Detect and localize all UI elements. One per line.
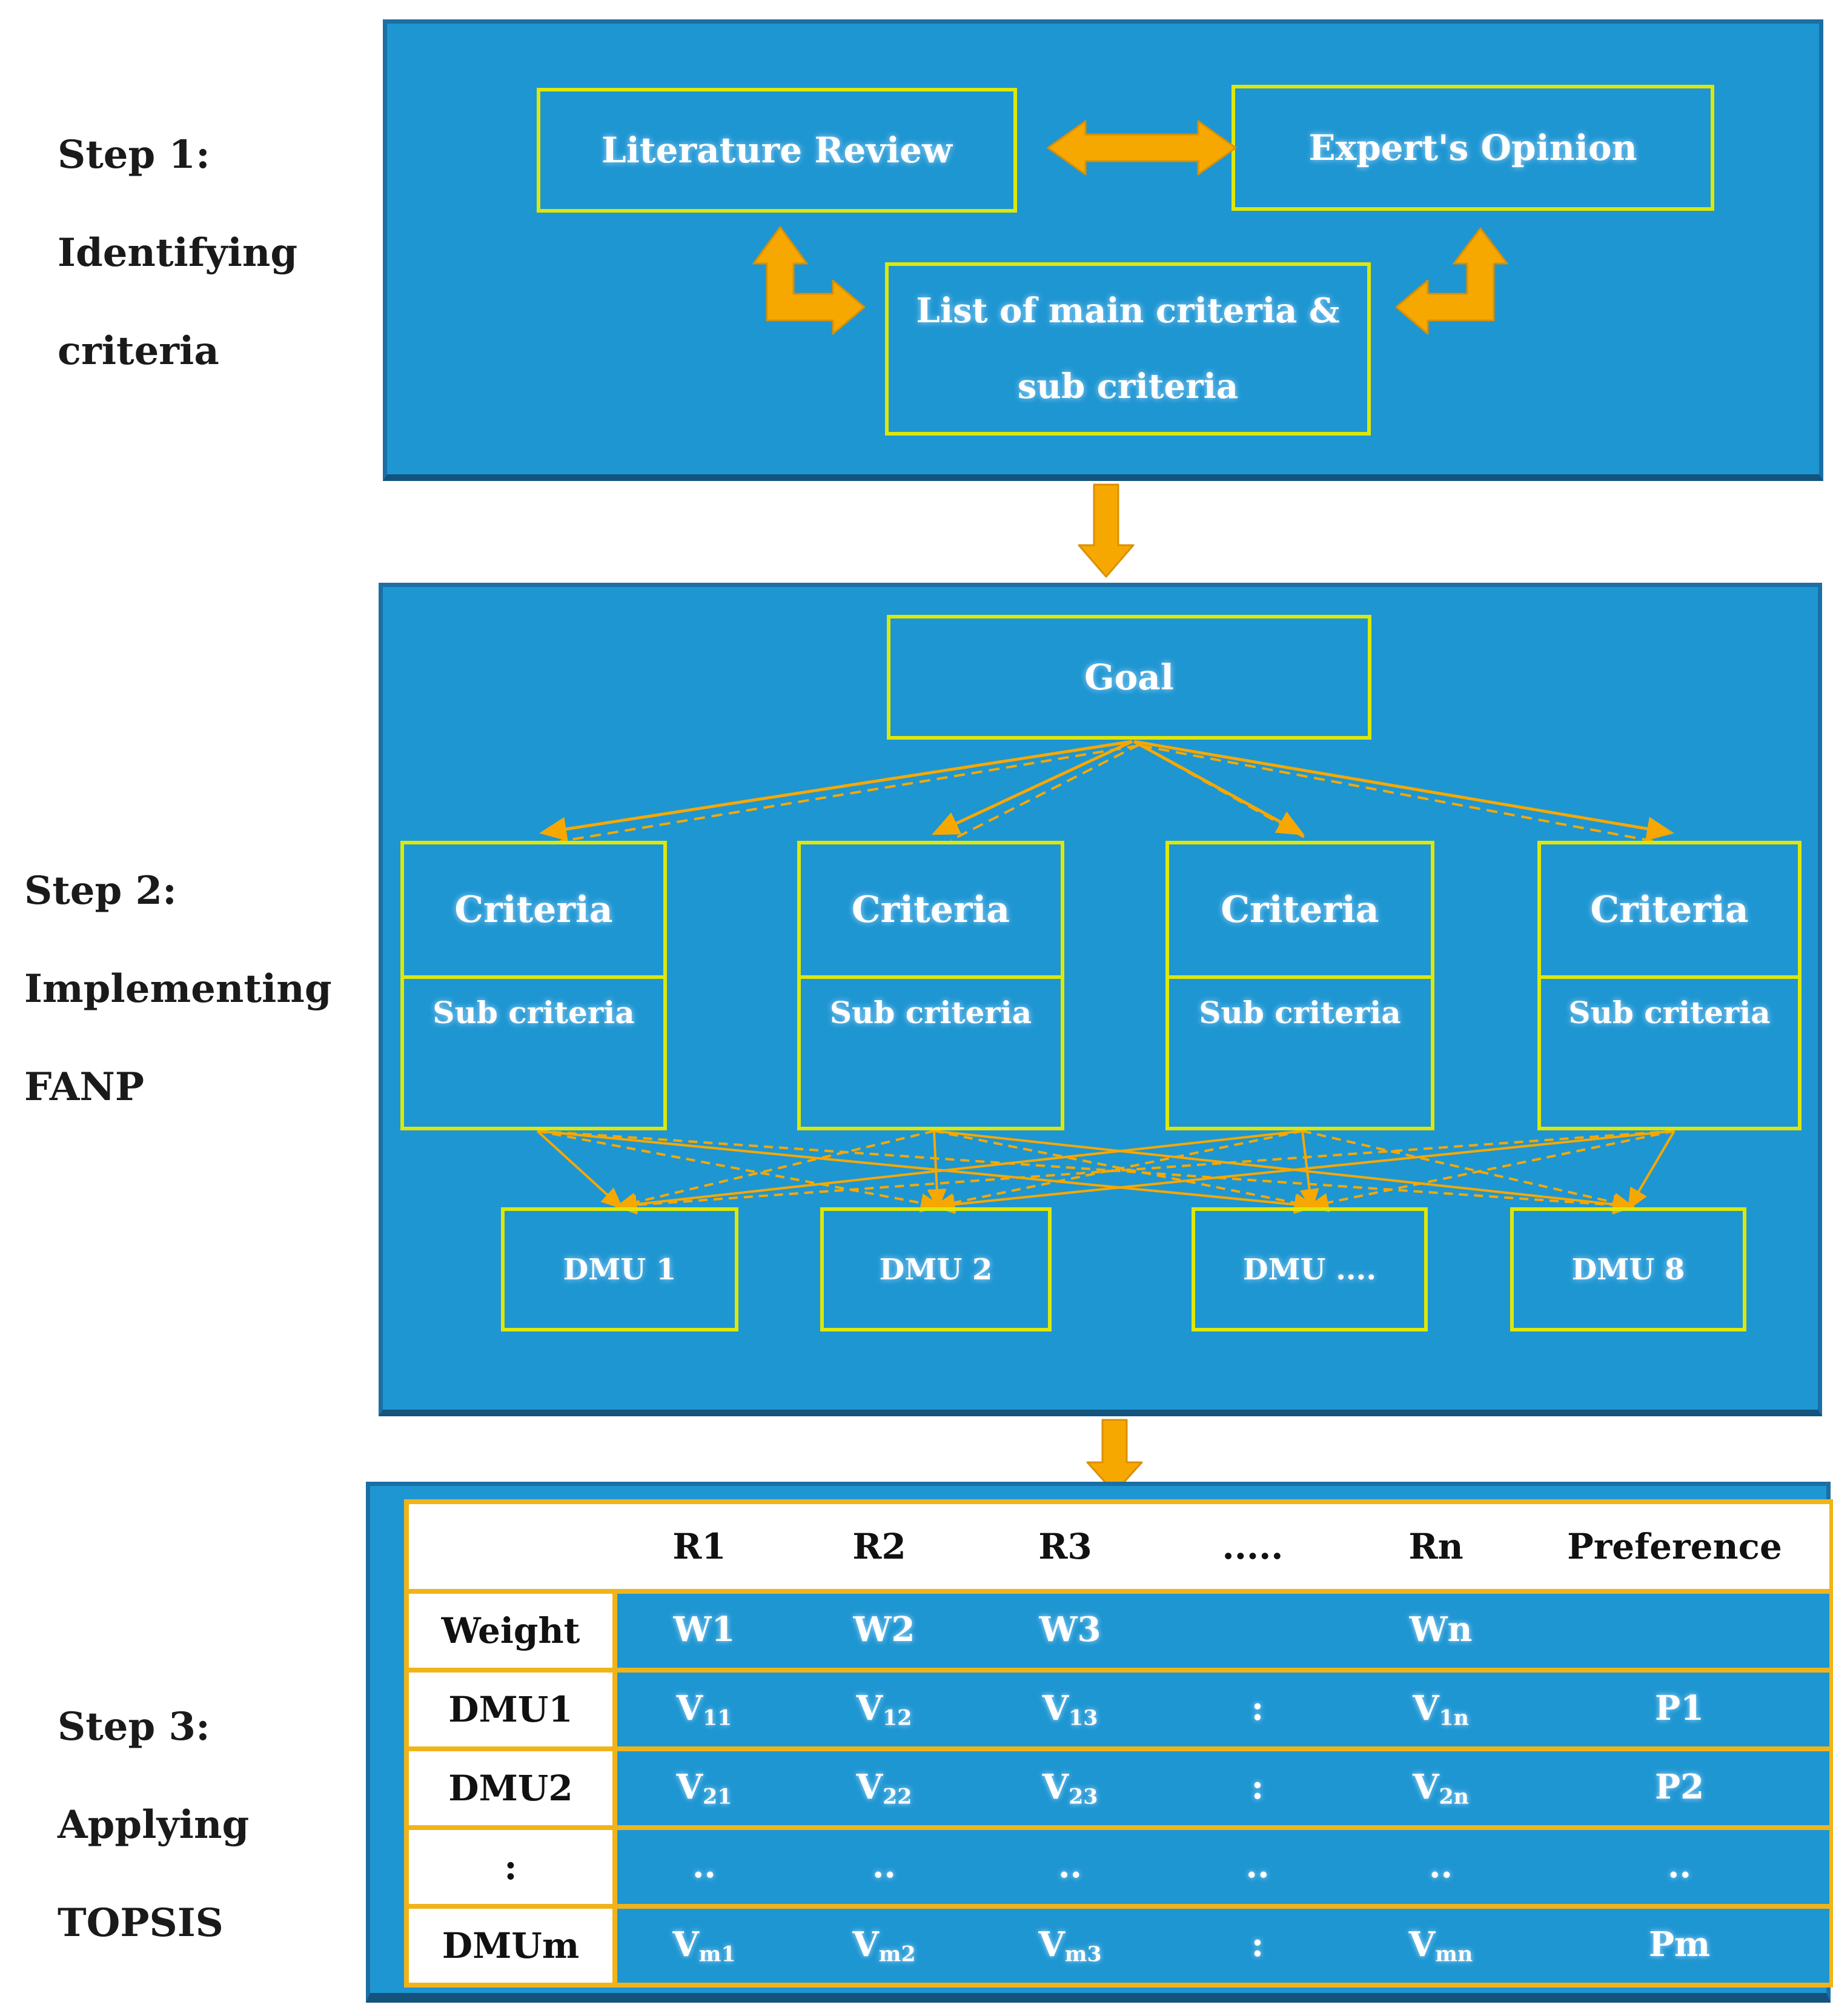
sub-criteria-title: Sub criteria — [1199, 995, 1401, 1030]
row-header-cell: DMUm — [409, 1909, 612, 1983]
header-cell-r3: R3 — [1038, 1526, 1092, 1567]
data-cell: Vm2 — [852, 1925, 916, 1967]
step1-label: Step 1: Identifying criteria — [58, 106, 297, 400]
dmu-label: DMU 8 — [1571, 1252, 1685, 1287]
step2-line2: Implementing — [24, 966, 332, 1012]
data-cell: .. — [1245, 1846, 1270, 1886]
data-cell: V22 — [856, 1767, 912, 1809]
table-row-weight: W1 W2 W3 Wn — [617, 1594, 1829, 1668]
data-cell: W1 — [673, 1610, 735, 1650]
data-cell: P1 — [1654, 1688, 1705, 1729]
dmu-box: DMU 1 — [501, 1207, 738, 1331]
data-cell: Vm3 — [1038, 1925, 1102, 1967]
dmu-box: DMU 8 — [1510, 1207, 1746, 1331]
topsis-table: R1 R2 R3 ..... Rn Preference Weight W1 W… — [404, 1499, 1833, 1988]
data-cell: V2n — [1413, 1767, 1469, 1809]
criteria-title: Criteria — [1541, 844, 1798, 979]
literature-review-box: Literature Review — [537, 88, 1017, 213]
row-header-cell: : — [409, 1830, 612, 1904]
header-cell-r1: R1 — [672, 1526, 726, 1567]
step3-panel: R1 R2 R3 ..... Rn Preference Weight W1 W… — [366, 1482, 1833, 2003]
elbow-arrow-up-right-icon — [752, 226, 866, 335]
step3-label: Step 3: Applying TOPSIS — [58, 1678, 249, 1972]
row-header-cell: DMU2 — [409, 1751, 612, 1825]
sub-criteria-title: Sub criteria — [829, 995, 1032, 1030]
step1-line2: Identifying — [58, 230, 298, 276]
criteria-title: Criteria — [404, 844, 663, 979]
step2-line3: FANP — [24, 1064, 144, 1110]
elbow-arrow-up-left-icon — [1395, 227, 1508, 335]
sub-criteria-title: Sub criteria — [1568, 995, 1771, 1030]
experts-opinion-label: Expert's Opinion — [1308, 127, 1637, 168]
data-cell: V21 — [676, 1767, 732, 1809]
data-cell: : — [1251, 1688, 1264, 1729]
criteria-box: Criteria Sub criteria — [1537, 841, 1802, 1130]
data-cell: V1n — [1413, 1688, 1469, 1731]
data-cell: V13 — [1042, 1688, 1098, 1731]
step3-line2: Applying — [58, 1802, 250, 1848]
step2-line1: Step 2: — [24, 868, 177, 913]
step1-line1: Step 1: — [58, 132, 210, 177]
data-cell: .. — [1058, 1846, 1082, 1886]
data-cell: .. — [692, 1846, 716, 1886]
data-cell: : — [1251, 1925, 1264, 1965]
goal-label: Goal — [1084, 657, 1174, 698]
criteria-dmu-web — [536, 1130, 1676, 1215]
list-criteria-line1: List of main criteria & — [916, 291, 1340, 331]
data-cell: V23 — [1042, 1767, 1098, 1809]
table-row-dmu2: V21 V22 V23 : V2n P2 — [617, 1751, 1829, 1825]
header-cell-rn: Rn — [1408, 1526, 1463, 1567]
row-header-cell: Weight — [409, 1594, 612, 1668]
data-cell: W2 — [853, 1610, 915, 1650]
dmu-box: DMU 2 — [820, 1207, 1052, 1331]
step1-panel: Literature Review Expert's Opinion List … — [383, 19, 1823, 481]
criteria-box: Criteria Sub criteria — [797, 841, 1064, 1130]
header-cell-preference: Preference — [1567, 1526, 1782, 1567]
dmu-box: DMU .... — [1192, 1207, 1428, 1331]
dmu-label: DMU 1 — [563, 1252, 677, 1287]
data-cell: .. — [872, 1846, 896, 1886]
data-cell: .. — [1429, 1846, 1453, 1886]
table-row-dmu1: V11 V12 V13 : V1n P1 — [617, 1673, 1829, 1746]
data-cell: Pm — [1648, 1925, 1711, 1965]
data-cell: V12 — [856, 1688, 912, 1731]
dmu-label: DMU .... — [1242, 1252, 1377, 1287]
data-cell: Vmn — [1408, 1925, 1473, 1967]
literature-review-label: Literature Review — [602, 130, 952, 171]
step3-line1: Step 3: — [58, 1704, 210, 1749]
table-row-dots: .. .. .. .. .. .. — [617, 1830, 1829, 1904]
down-arrow-icon — [1078, 483, 1135, 578]
double-arrow-icon — [1047, 120, 1237, 176]
step2-panel: Goal Criteria Sub criteria Criteria Sub … — [379, 583, 1822, 1416]
goal-box: Goal — [887, 615, 1371, 740]
header-cell-dots: ..... — [1222, 1526, 1284, 1567]
criteria-title: Criteria — [801, 844, 1061, 979]
criteria-box: Criteria Sub criteria — [1165, 841, 1434, 1130]
experts-opinion-box: Expert's Opinion — [1231, 85, 1714, 211]
list-criteria-line2: sub criteria — [1017, 366, 1239, 406]
data-cell: P2 — [1654, 1767, 1705, 1808]
data-cell: .. — [1668, 1846, 1691, 1886]
table-row-dmum: Vm1 Vm2 Vm3 : Vmn Pm — [617, 1909, 1829, 1983]
dmu-label: DMU 2 — [879, 1252, 993, 1287]
data-cell: W3 — [1039, 1610, 1101, 1650]
data-cell: Wn — [1409, 1610, 1473, 1650]
step3-line3: TOPSIS — [58, 1900, 224, 1946]
goal-arrows — [539, 740, 1674, 843]
data-cell: Vm1 — [672, 1925, 736, 1967]
table-header-row: R1 R2 R3 ..... Rn Preference — [409, 1504, 1829, 1589]
criteria-title: Criteria — [1169, 844, 1431, 979]
sub-criteria-title: Sub criteria — [433, 995, 635, 1030]
header-cell-r2: R2 — [852, 1526, 906, 1567]
step2-label: Step 2: Implementing FANP — [24, 842, 332, 1136]
list-criteria-box: List of main criteria & sub criteria — [885, 262, 1371, 436]
criteria-box: Criteria Sub criteria — [400, 841, 667, 1130]
step1-line3: criteria — [58, 328, 219, 374]
data-cell: V11 — [676, 1688, 732, 1731]
data-cell: : — [1251, 1767, 1264, 1808]
row-header-cell: DMU1 — [409, 1673, 612, 1746]
